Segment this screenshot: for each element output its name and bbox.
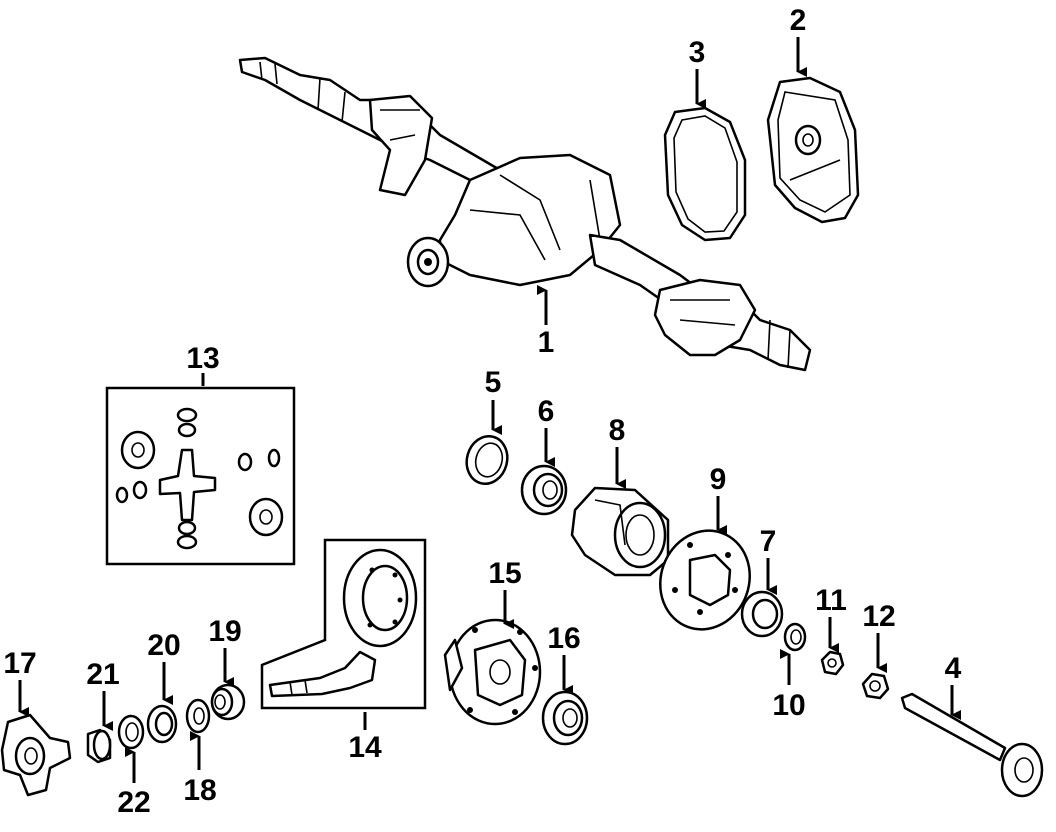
callout-3: 3	[689, 36, 706, 69]
washer-part-10[interactable]	[783, 622, 807, 652]
callout-6: 6	[538, 395, 555, 428]
differential-kit-box-part-13[interactable]	[105, 386, 296, 566]
seal-ring-part-5[interactable]	[461, 432, 512, 489]
callout-16: 16	[547, 622, 580, 655]
nut-part-12[interactable]	[861, 672, 890, 700]
leader-lines	[18, 37, 961, 783]
callout-9: 9	[710, 463, 727, 496]
callout-8: 8	[609, 414, 626, 447]
shim-part-18[interactable]	[185, 698, 211, 734]
callout-labels: 1 2 3 4 5 6 7 8 9 10 11 12 13 14 15 16 1…	[3, 4, 961, 819]
axle-shaft-part-4[interactable]	[900, 692, 1044, 798]
flange-plate-part-9[interactable]	[647, 518, 764, 642]
callout-10: 10	[772, 689, 805, 722]
bearing-housing-part-8[interactable]	[570, 486, 670, 577]
spacer-part-21[interactable]	[86, 728, 112, 764]
pinion-seal-part-22[interactable]	[117, 714, 145, 750]
callout-1: 1	[538, 326, 555, 359]
bearing-part-7[interactable]	[740, 590, 784, 638]
callout-13: 13	[186, 342, 219, 375]
callout-15: 15	[488, 557, 521, 590]
callout-22: 22	[117, 786, 150, 819]
axle-housing-part-1[interactable]	[238, 56, 812, 372]
callout-4: 4	[945, 652, 962, 685]
callout-19: 19	[208, 615, 241, 648]
callout-21: 21	[86, 658, 119, 691]
callout-7: 7	[760, 525, 777, 558]
ring-and-pinion-box-part-14[interactable]	[260, 538, 427, 710]
differential-case-part-15[interactable]	[443, 618, 542, 726]
cover-gasket-part-3[interactable]	[663, 106, 747, 242]
bearing-part-16[interactable]	[541, 690, 589, 746]
bearing-part-6[interactable]	[520, 464, 568, 516]
callout-20: 20	[147, 629, 180, 662]
callout-17: 17	[3, 647, 36, 680]
differential-cover-part-2[interactable]	[766, 76, 860, 224]
callout-11: 11	[815, 584, 847, 617]
callout-14: 14	[348, 731, 382, 764]
callout-2: 2	[790, 4, 807, 37]
callout-5: 5	[485, 366, 502, 399]
callout-12: 12	[862, 600, 895, 633]
pinion-flange-part-17[interactable]	[0, 713, 72, 797]
bearing-part-20[interactable]	[146, 704, 178, 744]
bearing-part-19[interactable]	[210, 683, 246, 721]
callout-18: 18	[183, 774, 216, 807]
nut-part-11[interactable]	[820, 650, 845, 676]
